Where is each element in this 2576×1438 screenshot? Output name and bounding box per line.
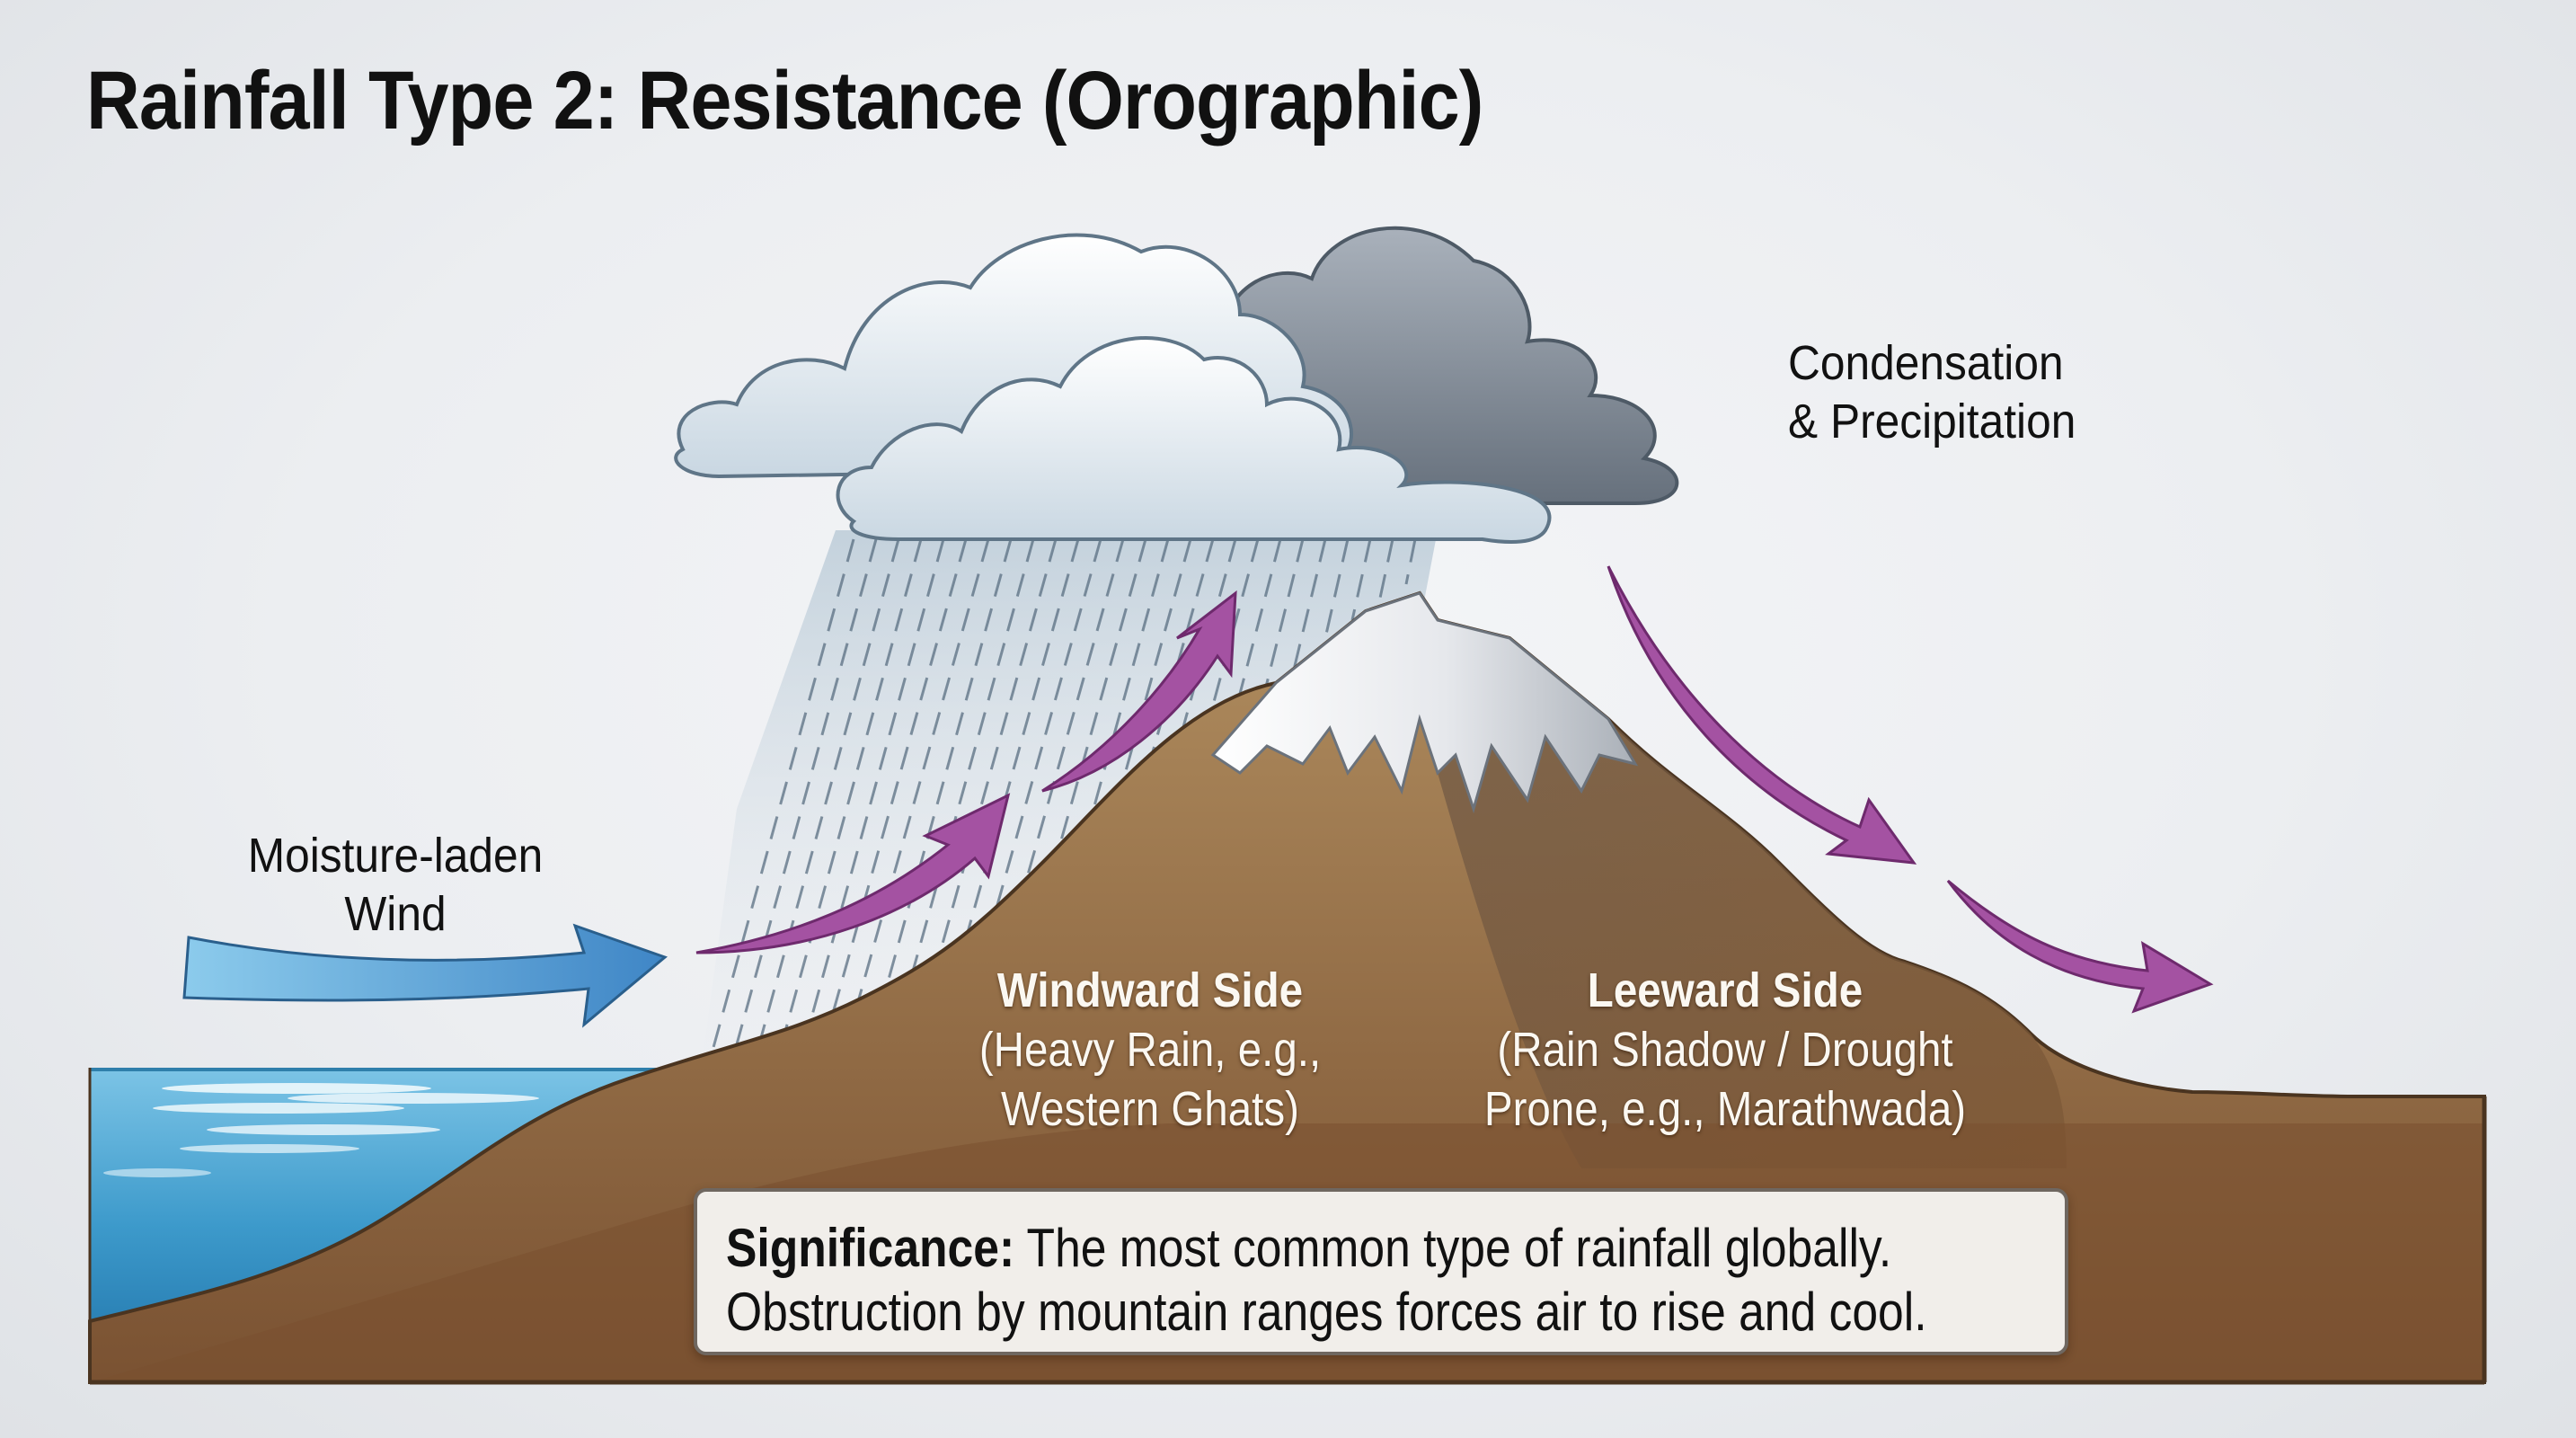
significance-box: Significance: The most common type of ra… — [694, 1188, 2068, 1355]
leeward-heading: Leeward Side — [1587, 963, 1863, 1017]
descending-air-arrows — [1607, 565, 2214, 1014]
significance-text-1: The most common type of rainfall globall… — [1014, 1218, 1892, 1278]
windward-line-2: Western Ghats) — [1001, 1081, 1299, 1136]
wind-label: Moisture-laden Wind — [238, 827, 553, 944]
diagram-title: Rainfall Type 2: Resistance (Orographic) — [86, 55, 1483, 146]
moisture-wind-arrow — [182, 923, 668, 1028]
windward-line-1: (Heavy Rain, e.g., — [978, 1022, 1322, 1077]
condensation-line-2: & Precipitation — [1788, 394, 2076, 448]
windward-heading: Windward Side — [996, 963, 1304, 1017]
light-cloud-front — [836, 336, 1552, 544]
leeward-label: Leeward Side (Rain Shadow / Drought Pron… — [1456, 962, 1994, 1140]
significance-label: Significance: — [726, 1218, 1015, 1278]
significance-line-2: Obstruction by mountain ranges forces ai… — [726, 1281, 1927, 1342]
significance-line-1: Significance: The most common type of ra… — [726, 1217, 1891, 1281]
windward-label: Windward Side (Heavy Rain, e.g., Western… — [952, 962, 1348, 1140]
wind-line-1: Moisture-laden — [247, 829, 544, 883]
leeward-line-1: (Rain Shadow / Drought — [1497, 1022, 1953, 1077]
condensation-label: Condensation & Precipitation — [1788, 334, 2076, 451]
leeward-line-2: Prone, e.g., Marathwada) — [1483, 1081, 1967, 1136]
rain — [701, 530, 1438, 1070]
wind-line-2: Wind — [344, 886, 447, 941]
rising-air-arrows — [695, 590, 1237, 954]
condensation-line-1: Condensation — [1788, 336, 2064, 390]
